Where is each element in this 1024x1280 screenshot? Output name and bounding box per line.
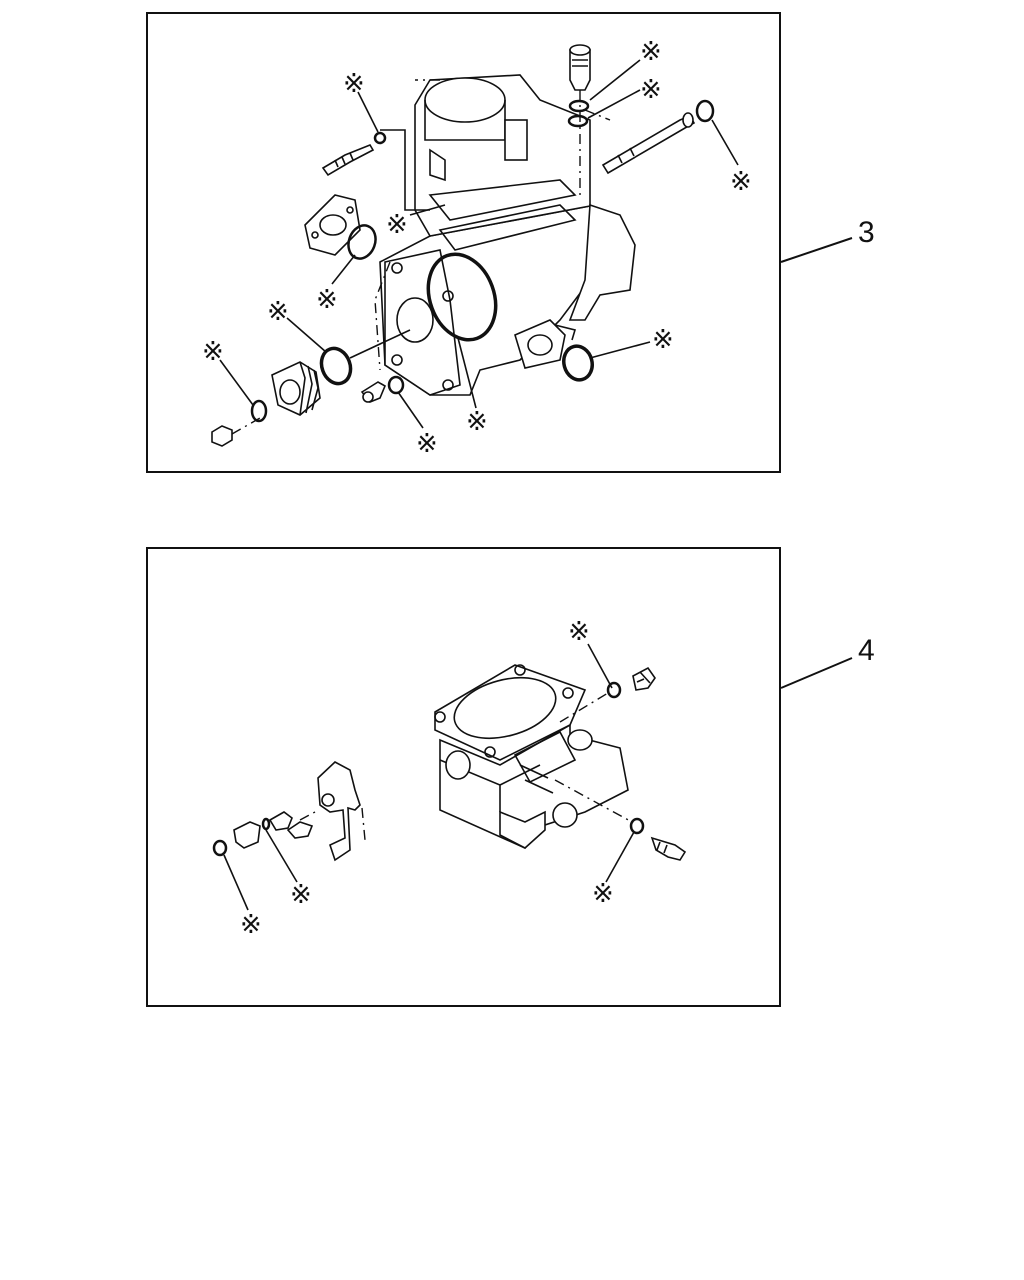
seal-mark: ※ — [316, 285, 338, 315]
plug-o-ring — [250, 399, 268, 423]
seal-mark: ※ — [640, 75, 662, 105]
valve-parts — [233, 811, 316, 849]
seal-mark: ※ — [730, 167, 752, 197]
seal-leaders-lower — [223, 643, 635, 911]
bracket — [317, 761, 366, 862]
long-bolt-upper-right — [601, 112, 696, 175]
top-washer-2 — [567, 114, 589, 128]
seal-leaders-upper — [219, 59, 739, 429]
seal-mark: ※ — [466, 407, 488, 437]
threaded-plug — [271, 361, 321, 416]
top-nozzle-fitting — [569, 44, 591, 195]
bolt-o-ring-right — [695, 99, 715, 123]
small-bleed-fitting — [360, 381, 387, 403]
seal-mark: ※ — [290, 880, 312, 910]
stud-o-ring — [373, 131, 387, 145]
top-left-stud — [321, 129, 430, 211]
callout-3-leader — [780, 237, 853, 263]
valve-washer — [212, 839, 228, 857]
seal-mark: ※ — [386, 210, 408, 240]
seal-mark: ※ — [640, 37, 662, 67]
large-o-ring — [426, 252, 498, 342]
seal-marks-upper: ※ ※ ※ ※ ※ ※ ※ ※ ※ ※ ※ — [202, 37, 752, 459]
mid-o-ring — [319, 346, 353, 386]
gasket-o-ring — [347, 224, 377, 260]
seal-mark: ※ — [416, 429, 438, 459]
upper-screw-washer — [606, 681, 622, 699]
fitting-washer — [387, 375, 405, 395]
lower-screw-washer — [629, 817, 645, 835]
right-o-ring — [562, 344, 594, 382]
seal-mark: ※ — [343, 69, 365, 99]
bottom-left-bolt — [211, 417, 261, 447]
seal-mark: ※ — [240, 910, 262, 940]
valve-o-ring — [261, 817, 271, 831]
callout-number-4: 4 — [858, 634, 875, 667]
lower-cover-screw — [650, 836, 687, 861]
seal-marks-lower: ※ ※ ※ ※ — [240, 617, 614, 940]
seal-mark: ※ — [568, 617, 590, 647]
callout-number-3: 3 — [858, 216, 875, 249]
top-washer-1 — [568, 99, 590, 113]
flange-gasket — [304, 194, 361, 256]
seal-mark: ※ — [592, 879, 614, 909]
seal-mark: ※ — [202, 337, 224, 367]
pump-housing-upper — [374, 74, 636, 396]
callout-4-leader — [780, 657, 853, 689]
pump-cover-lower — [434, 664, 633, 849]
upper-cover-screw — [632, 666, 656, 691]
guide-line — [349, 329, 411, 359]
seal-mark: ※ — [652, 325, 674, 355]
seal-mark: ※ — [267, 297, 289, 327]
